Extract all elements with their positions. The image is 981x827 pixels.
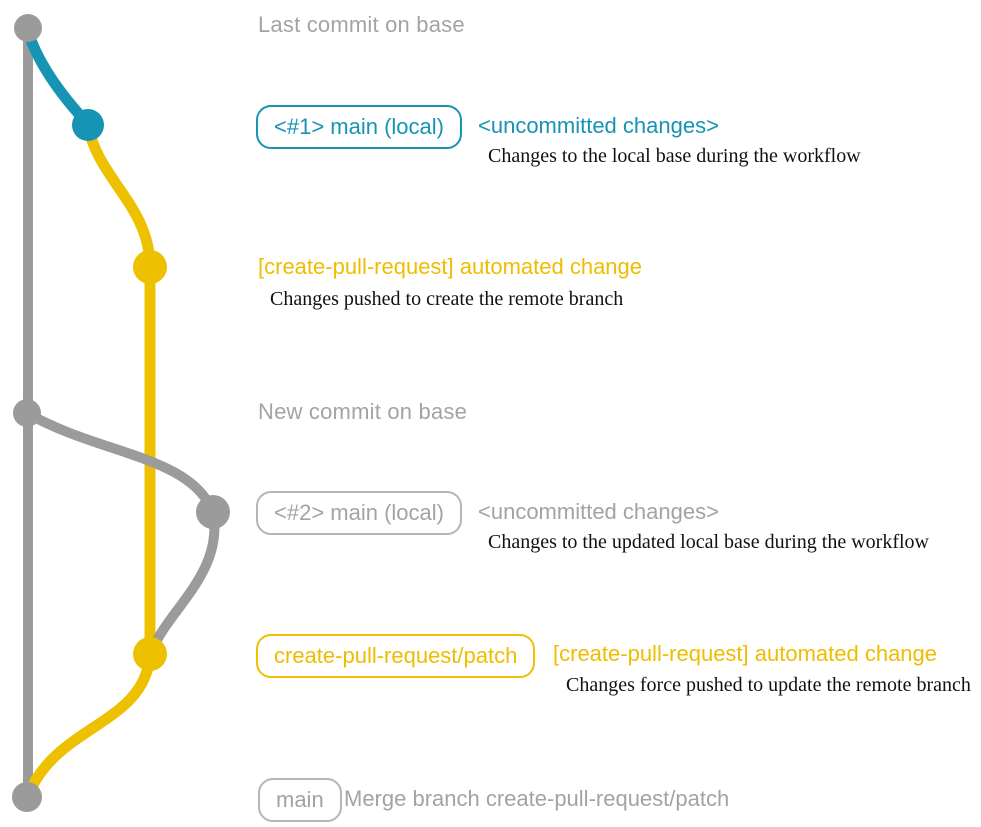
commit2-annotation: <uncommitted changes> [478,499,719,524]
push1-description: Changes pushed to create the remote bran… [270,288,624,310]
commit1-branch-badge: <#1> main (local) [256,105,462,149]
commit1-annotation: <uncommitted changes> [478,113,719,138]
push2-commit-message: [create-pull-request] automated change [553,641,938,666]
new-commit-label: New commit on base [258,399,468,424]
commit-dot-new-base [13,399,41,427]
last-commit-label: Last commit on base [258,12,465,37]
rebase-to-commit2-line [24,408,218,515]
commit-dot-pr-push-1 [133,250,167,284]
commit-dot-pr-push-2 [133,637,167,671]
push1-commit-message: [create-pull-request] automated change [258,254,643,279]
commit2-to-patch-line [147,511,220,653]
commit-dot-local-main-2 [196,495,230,529]
commit-dot-merge [12,782,42,812]
patch-merge-line [22,654,156,799]
commit-dot-local-main-1 [72,109,104,141]
commit-graph [12,14,230,812]
commit1-description: Changes to the local base during the wor… [488,145,861,167]
local-main-branch-line [22,30,93,128]
commit2-description: Changes to the updated local base during… [488,531,929,553]
pr-branch-line [82,123,156,654]
commit-dot-last-base [14,14,42,42]
patch-branch-badge: create-pull-request/patch [256,634,536,678]
push2-description: Changes force pushed to update the remot… [566,674,971,696]
commit2-branch-badge: <#2> main (local) [256,491,462,535]
main-branch-badge: main [258,778,342,822]
merge-commit-message: Merge branch create-pull-request/patch [344,786,730,811]
